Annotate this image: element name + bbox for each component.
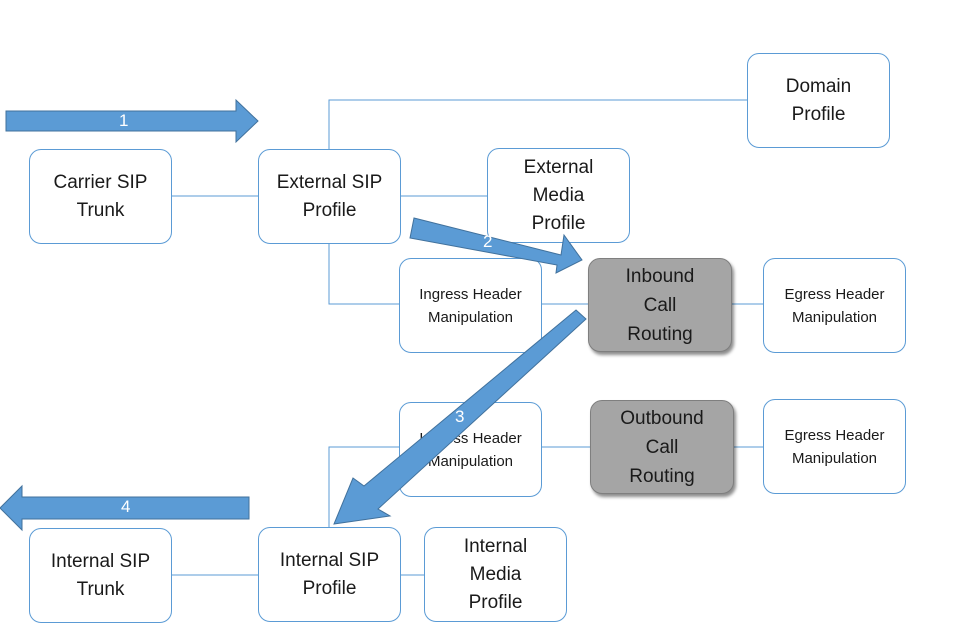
carrier-sip-trunk-label: Carrier SIP Trunk (53, 171, 148, 221)
egress-header-manipulation-box: Egress Header Manipulation (763, 258, 906, 353)
external-media-profile-label: External Media Profile (523, 156, 594, 234)
step-label-1: 1 (119, 111, 129, 130)
outbound-call-routing-label: Outbound Call Routing (620, 407, 704, 487)
internal-sip-trunk-label: Internal SIP Trunk (50, 550, 151, 600)
internal-sip-profile-box: Internal SIP Profile (258, 527, 401, 622)
step-label-3: 3 (455, 407, 465, 426)
external-media-profile-box: External Media Profile (487, 148, 630, 243)
internal-media-profile-box: Internal Media Profile (424, 527, 567, 622)
step-label-2: 2 (483, 232, 493, 251)
inbound-call-routing-label: Inbound Call Routing (625, 265, 695, 345)
internal-sip-trunk-box: Internal SIP Trunk (29, 528, 172, 623)
outbound-call-routing-box: Outbound Call Routing (590, 400, 734, 494)
external-sip-profile-label: External SIP Profile (276, 171, 383, 221)
external-sip-profile-box: External SIP Profile (258, 149, 401, 244)
egress-header-manipulation-box-2: Egress Header Manipulation (763, 399, 906, 494)
flow-arrow-3 (333, 309, 587, 525)
ingress-header-manipulation-label: Ingress Header Manipulation (419, 285, 522, 326)
internal-media-profile-label: Internal Media Profile (463, 535, 528, 613)
carrier-sip-trunk-box: Carrier SIP Trunk (29, 149, 172, 244)
internal-sip-profile-label: Internal SIP Profile (279, 549, 380, 599)
egress-header-manipulation-label-2: Egress Header Manipulation (784, 426, 885, 467)
flow-arrow-4 (0, 484, 250, 532)
flow-arrow-2 (409, 217, 583, 274)
egress-header-manipulation-label: Egress Header Manipulation (784, 285, 885, 326)
domain-profile-label: Domain Profile (785, 75, 852, 125)
step-label-4: 4 (121, 497, 131, 516)
ingress-header-manipulation-box: Ingress Header Manipulation (399, 258, 542, 353)
domain-profile-box: Domain Profile (747, 53, 890, 148)
flow-arrow-1 (5, 98, 259, 144)
inbound-call-routing-box: Inbound Call Routing (588, 258, 732, 352)
